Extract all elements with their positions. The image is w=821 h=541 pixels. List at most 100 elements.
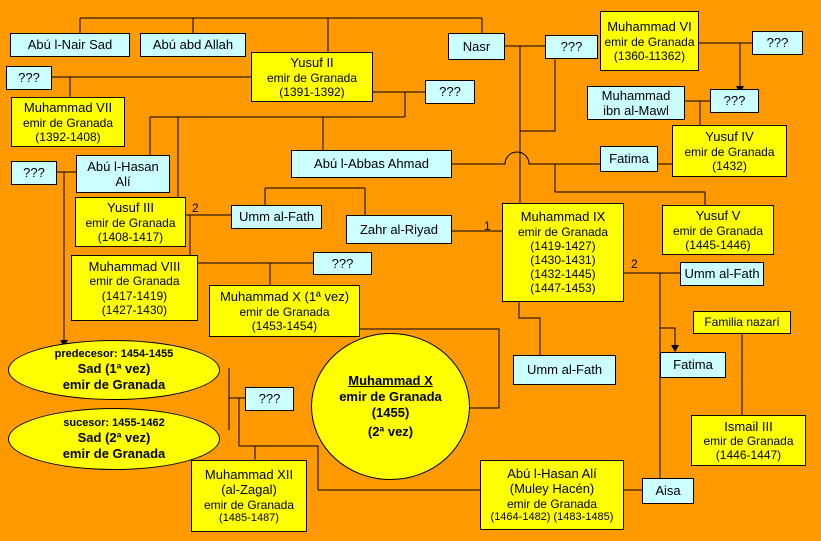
ruler-years: (1360-11362): [613, 48, 686, 63]
unknown-spouse-sad: ???: [245, 387, 294, 411]
person-label: ???: [258, 391, 281, 407]
ruler-muhammad-x-first: Muhammad X (1ª vez) emir de Granada (145…: [209, 285, 360, 337]
person-label: Fatima: [673, 357, 713, 373]
ruler-title: emir de Granada: [266, 70, 358, 85]
connector: [228, 368, 245, 399]
ruler-years: (1447-1453): [530, 281, 596, 296]
person-umm-al-fath-1: Umm al-Fath: [231, 205, 322, 229]
ruler-title: emir de Granada: [672, 223, 764, 238]
person-label: Abú l-Abbas Ahmad: [314, 156, 429, 172]
ruler-years: (1432-1445): [530, 267, 596, 282]
person-fatima-top: Fatima: [600, 146, 658, 172]
ruler-epithet: (Muley Hacén): [509, 481, 595, 497]
person-label: ???: [331, 255, 354, 271]
ruler-name: Muhammad X: [348, 373, 433, 389]
ruler-name: Abú l-Hasan Alí: [507, 466, 597, 482]
connector: [452, 151, 600, 165]
ruler-name: Sad (2ª vez): [77, 430, 151, 445]
ruler-yusuf-ii: Yusuf II emir de Granada (1391-1392): [251, 52, 373, 102]
ruler-name: Yusuf III: [107, 200, 154, 216]
ruler-period: predecesor: 1454-1455: [54, 347, 174, 360]
unknown-spouse-mawl: ???: [710, 89, 759, 113]
ruler-title: emir de Granada: [62, 376, 166, 392]
ruler-abu-hasan-ali-muley-hacen: Abú l-Hasan Alí (Muley Hacén) emir de Gr…: [480, 460, 624, 530]
ruler-years: (1453-1454): [251, 318, 318, 333]
person-zahr-al-riyad: Zahr al-Riyad: [346, 215, 452, 244]
ruler-years: (1427-1430): [101, 302, 168, 317]
person-label: Fatima: [609, 151, 649, 167]
person-label: ???: [723, 93, 746, 109]
ruler-yusuf-v: Yusuf V emir de Granada (1445-1446): [662, 205, 774, 255]
person-label: Muhammad: [601, 87, 671, 103]
person-nasr: Nasr: [448, 33, 505, 60]
ruler-years: (1419-1427): [530, 238, 596, 253]
person-label: Umm al-Fath: [526, 362, 603, 378]
ruler-name: Muhammad VI: [607, 19, 692, 35]
person-label: ibn al-Mawl: [603, 103, 669, 118]
person-abu-abbas-ahmad: Abú l-Abbas Ahmad: [291, 150, 452, 178]
group-familia-nazari: Familia nazarí: [693, 311, 791, 334]
ruler-years: (1391-1392): [279, 84, 345, 99]
unknown-parent-left: ???: [6, 66, 52, 90]
ruler-sad-second: sucesor: 1455-1462 Sad (2ª vez) emir de …: [8, 408, 220, 470]
ruler-years: (1445-1446): [685, 237, 751, 252]
ruler-years: (1430-1431): [530, 253, 596, 268]
ruler-yusuf-iv: Yusuf IV emir de Granada (1432): [672, 125, 787, 177]
person-umm-al-fath-2: Umm al-Fath: [680, 262, 764, 286]
ruler-muhammad-x-second: Muhammad X emir de Granada (1455) (2ª ve…: [311, 333, 470, 480]
ruler-muhammad-viii: Muhammad VIII emir de Granada (1417-1419…: [71, 255, 198, 321]
ruler-name: Yusuf II: [290, 55, 334, 71]
unknown-spouse-yusuf-ii: ???: [425, 80, 475, 104]
ruler-title: emir de Granada: [62, 445, 166, 461]
marriage-number: 2: [192, 201, 199, 215]
ruler-years: (1485-1487): [219, 511, 279, 524]
unknown-spouse-muhammad-vi: ???: [752, 31, 803, 55]
connector: [360, 328, 500, 409]
group-label: Familia nazarí: [704, 315, 780, 330]
ruler-title: emir de Granada: [506, 496, 598, 511]
person-label: Nasr: [462, 38, 491, 54]
ruler-years: (1432): [712, 158, 747, 173]
person-abu-abd-allah: Abú abd Allah: [140, 33, 246, 57]
ruler-name: Muhammad VII: [23, 100, 113, 116]
marriage-number: 1: [484, 219, 491, 233]
person-label: Abú l-Nair Sad: [27, 37, 113, 53]
connector: [554, 164, 706, 205]
marriage-number: 2: [631, 257, 638, 271]
ruler-years: (1455): [371, 404, 410, 420]
person-fatima-right: Fatima: [660, 352, 726, 378]
person-label: ???: [18, 70, 40, 86]
ruler-years: (1417-1419): [101, 288, 168, 303]
ruler-title: emir de Granada: [239, 304, 330, 319]
unknown-spouse-abu-hasan: ???: [11, 161, 57, 185]
person-umm-al-fath-3: Umm al-Fath: [513, 355, 616, 385]
connector: [660, 327, 676, 345]
person-label: ???: [560, 39, 583, 55]
connector: [239, 445, 480, 491]
ruler-name: Ismail III: [724, 418, 773, 434]
ruler-title: emir de Granada: [89, 274, 180, 289]
connector-arrowhead: [671, 345, 679, 352]
ruler-years: (1464-1482) (1483-1485): [490, 510, 614, 523]
ruler-name: Muhammad IX: [520, 209, 606, 225]
person-label: Aisa: [655, 483, 681, 499]
person-label: Zahr al-Riyad: [359, 221, 439, 237]
ruler-years: (1446-1447): [715, 448, 782, 463]
unknown-spouse-muhammad-viii: ???: [313, 252, 372, 275]
ruler-name: Muhammad VIII: [88, 259, 181, 275]
connector: [520, 58, 556, 132]
ruler-muhammad-vii: Muhammad VII emir de Granada (1392-1408): [11, 97, 125, 147]
person-label: Umm al-Fath: [238, 209, 315, 225]
person-aisa: Aisa: [642, 478, 694, 504]
unknown-spouse-nasr: ???: [545, 35, 598, 59]
person-label: ???: [23, 165, 45, 181]
ruler-title: emir de Granada: [85, 215, 176, 230]
person-label: Alí: [115, 174, 131, 189]
person-abu-nair-sad: Abú l-Nair Sad: [10, 33, 130, 57]
ruler-title: emir de Granada: [339, 388, 442, 404]
ruler-title: emir de Granada: [604, 34, 695, 49]
ruler-years: (1408-1417): [97, 229, 164, 244]
ruler-ismail-iii: Ismail III emir de Granada (1446-1447): [691, 415, 806, 466]
ruler-epithet: (al-Zagal): [221, 482, 277, 498]
